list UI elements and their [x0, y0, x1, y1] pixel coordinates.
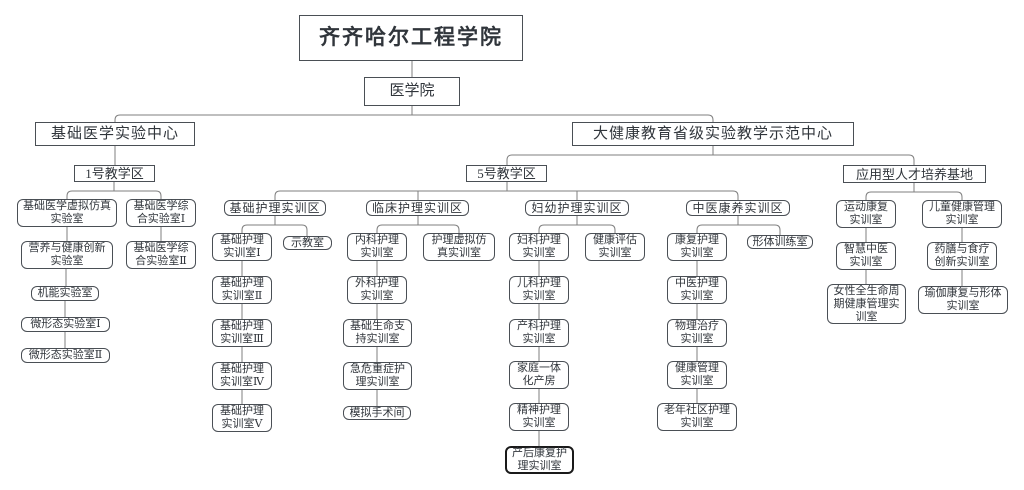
node-tcm-wellness-area: 中医康养实训区 — [686, 200, 790, 216]
node-medical-college: 医学院 — [364, 77, 460, 106]
node-teaching-area-1: 1号教学区 — [74, 165, 155, 182]
node-yoga-rehab-body-room: 瑜伽康复与形体 实训室 — [918, 286, 1008, 314]
node-critical-care-nursing-room: 急危重症护 理实训室 — [343, 362, 412, 390]
node-university: 齐齐哈尔工程学院 — [299, 15, 523, 61]
node-diet-therapy-innovation-room: 药膳与食疗 创新实训室 — [927, 242, 997, 270]
node-basic-medical-experiment-center: 基础医学实验中心 — [35, 122, 195, 146]
node-women-lifecycle-health-room: 女性全生命周 期健康管理实 训室 — [827, 284, 906, 324]
node-basic-nursing-room-2: 基础护理 实训室Ⅱ — [212, 276, 272, 304]
node-function-lab: 机能实验室 — [31, 286, 99, 301]
node-rehab-nursing-room: 康复护理 实训室 — [667, 233, 727, 261]
node-basic-medical-virtual-sim-lab: 基础医学虚拟仿真 实验室 — [17, 199, 117, 227]
node-body-training-room: 形体训练室 — [747, 235, 813, 249]
node-micro-morphology-lab-1: 微形态实验室Ⅰ — [21, 317, 110, 332]
node-surgical-nursing-room: 外科护理 实训室 — [347, 276, 407, 304]
node-maternal-child-nursing-area: 妇幼护理实训区 — [525, 200, 629, 216]
node-child-health-management-room: 儿童健康管理 实训室 — [922, 200, 1002, 228]
node-obstetric-nursing-room: 产科护理 实训室 — [509, 319, 569, 347]
node-pediatric-nursing-room: 儿科护理 实训室 — [509, 276, 569, 304]
node-health-assessment-room: 健康评估 实训室 — [585, 233, 645, 261]
node-applied-talent-base: 应用型人才培养基地 — [843, 165, 986, 183]
node-basic-life-support-room: 基础生命支 持实训室 — [343, 319, 412, 347]
node-psychiatric-nursing-room: 精神护理 实训室 — [509, 403, 569, 431]
node-postpartum-rehab-nursing-room: 产后康复护 理实训室 — [505, 446, 574, 474]
node-basic-nursing-room-5: 基础护理 实训室Ⅴ — [212, 404, 272, 432]
node-teaching-area-5: 5号教学区 — [466, 165, 547, 182]
node-micro-morphology-lab-2: 微形态实验室Ⅱ — [21, 348, 110, 363]
node-clinical-nursing-area: 临床护理实训区 — [366, 200, 469, 216]
node-basic-nursing-room-4: 基础护理 实训室Ⅳ — [212, 362, 272, 390]
node-nutrition-health-innovation-lab: 营养与健康创新 实验室 — [21, 241, 113, 269]
node-basic-nursing-room-1: 基础护理 实训室Ⅰ — [212, 233, 272, 261]
node-health-management-room: 健康管理 实训室 — [667, 361, 727, 389]
node-family-integrated-delivery-room: 家庭一体 化产房 — [509, 361, 569, 389]
node-gynecology-nursing-room: 妇科护理 实训室 — [509, 233, 569, 261]
node-smart-tcm-room: 智慧中医 实训室 — [836, 242, 896, 270]
node-elderly-community-nursing-room: 老年社区护理 实训室 — [657, 403, 737, 431]
node-sports-rehab-room: 运动康复 实训室 — [836, 200, 896, 228]
node-health-education-demo-center: 大健康教育省级实验教学示范中心 — [572, 122, 854, 146]
node-basic-medical-comprehensive-lab-2: 基础医学综 合实验室Ⅱ — [126, 241, 196, 269]
node-demo-classroom: 示教室 — [283, 236, 332, 250]
node-simulated-operating-room: 模拟手术间 — [343, 406, 411, 420]
node-internal-medicine-nursing-room: 内科护理 实训室 — [347, 233, 407, 261]
node-tcm-nursing-room: 中医护理 实训室 — [667, 276, 727, 304]
node-physiotherapy-room: 物理治疗 实训室 — [667, 319, 727, 347]
node-basic-nursing-room-3: 基础护理 实训室Ⅲ — [212, 319, 272, 347]
node-basic-nursing-area: 基础护理实训区 — [224, 200, 326, 216]
node-nursing-virtual-sim-room: 护理虚拟仿 真实训室 — [423, 233, 495, 261]
node-basic-medical-comprehensive-lab-1: 基础医学综 合实验室Ⅰ — [126, 199, 196, 227]
